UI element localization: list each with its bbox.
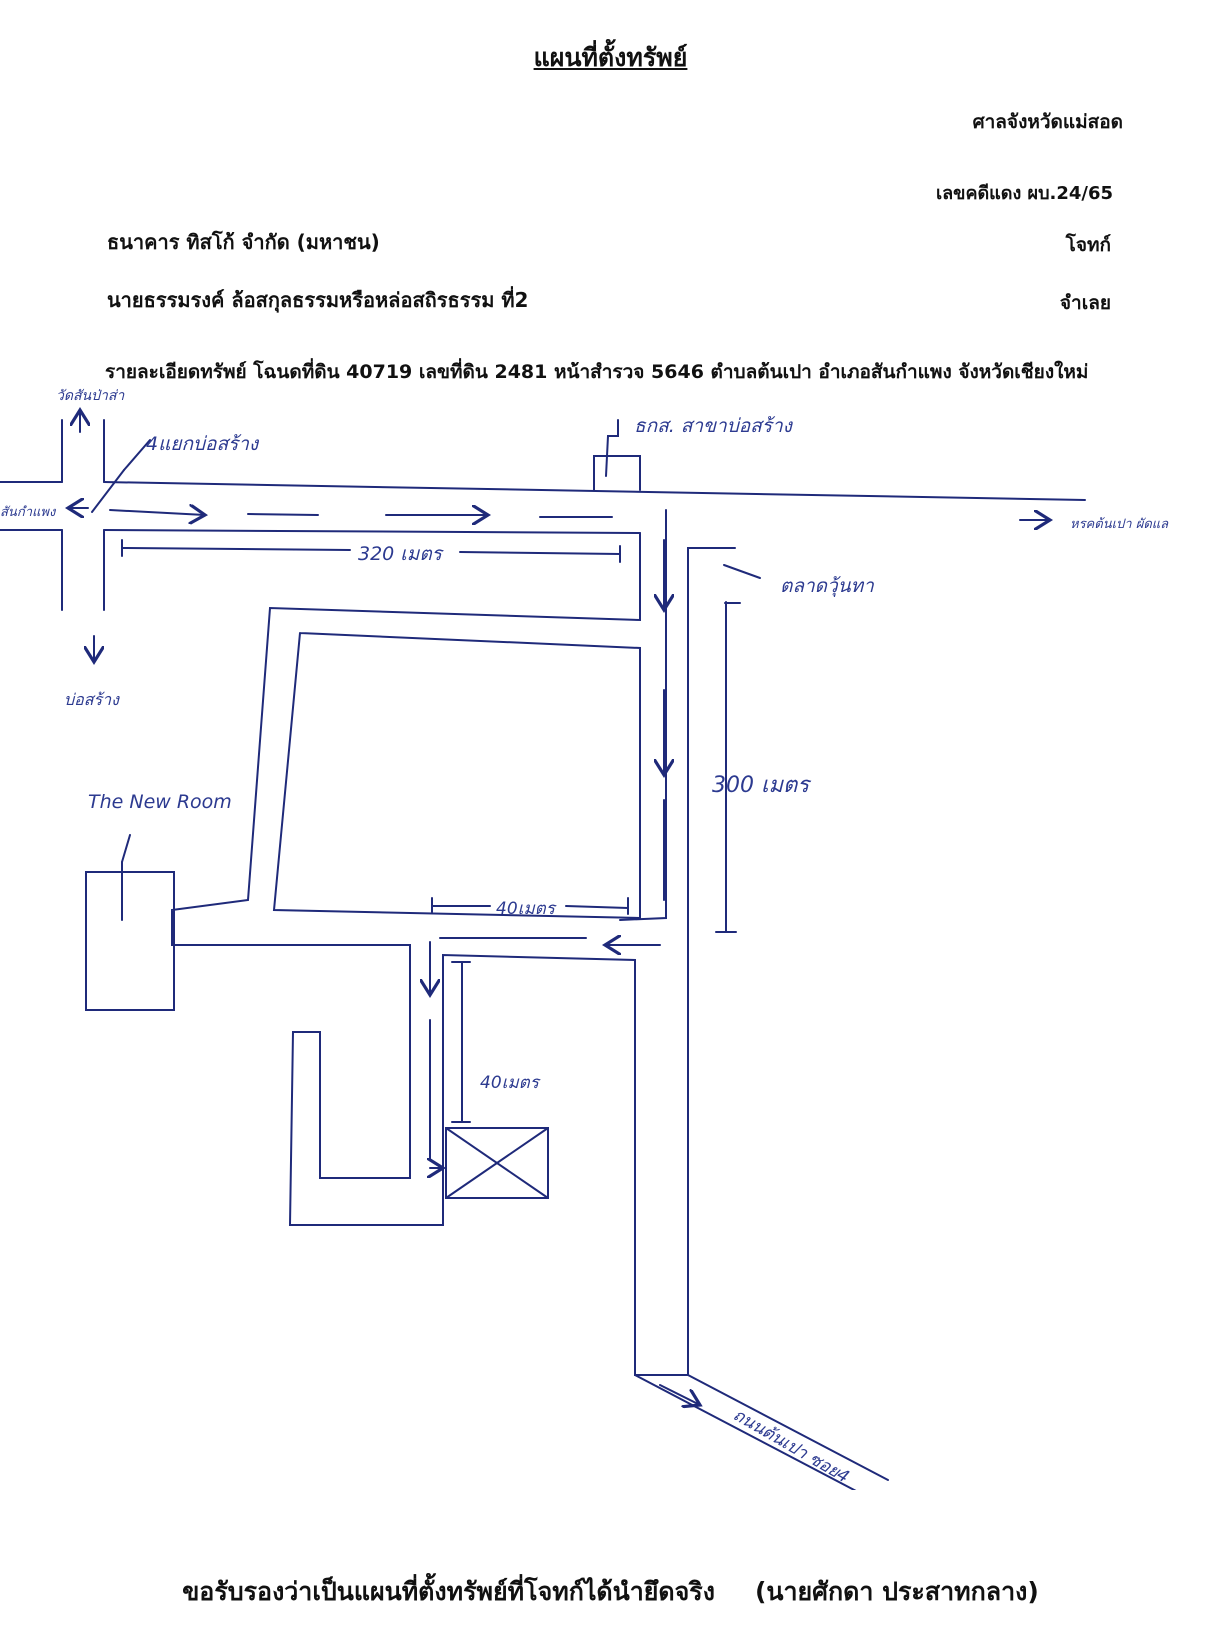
label-bosang: บ่อสร้าง xyxy=(64,690,120,709)
label-40m-horizontal: 40เมตร xyxy=(496,899,557,919)
dimension-40-horizontal xyxy=(431,897,629,915)
label-tonpao-soi4: ถนนต้นเปา ซอย4 xyxy=(730,1405,853,1487)
property-marker xyxy=(445,1127,549,1199)
property-detail: รายละเอียดทรัพย์ โฉนดที่ดิน 40719 เลขที่… xyxy=(105,361,1089,383)
label-market: ตลาดวุ้นทา xyxy=(780,575,875,597)
certification-text: ขอรับรองว่าเป็นแผนที่ตั้งทรัพย์ที่โจทก์ไ… xyxy=(182,1577,715,1606)
hand-drawn-map: วัดสันป่าส่า 4แยกบ่อสร้าง สันกำแพง บ่อสร… xyxy=(0,388,1169,1490)
defendant-role: จำเลย xyxy=(1059,292,1111,314)
dimension-320-horizontal xyxy=(121,539,621,563)
court-name: ศาลจังหวัดแม่สอด xyxy=(972,111,1123,133)
label-300m: 300 เมตร xyxy=(712,773,812,798)
label-intersection: 4แยกบ่อสร้าง xyxy=(146,433,260,455)
page-title: แผนที่ตั้งทรัพย์ xyxy=(533,43,688,72)
dimension-300-vertical xyxy=(715,601,737,933)
label-west-sankamphaeng: สันกำแพง xyxy=(0,505,57,520)
the-new-room-building xyxy=(85,834,175,1011)
label-320m: 320 เมตร xyxy=(358,543,445,565)
bank-building xyxy=(593,419,641,491)
label-bank: ธกส. สาขาบ่อสร้าง xyxy=(634,415,794,437)
intersection-roads xyxy=(0,410,151,662)
dimension-40-vertical xyxy=(451,961,471,1123)
case-number: เลขคดีแดง ผบ.24/65 xyxy=(935,183,1113,204)
soi-roads xyxy=(171,509,889,1490)
plaintiff-name: ธนาคาร ทิสโก้ จำกัด (มหาชน) xyxy=(107,230,380,254)
main-road-east xyxy=(103,481,1086,534)
footer-certification: ขอรับรองว่าเป็นแผนที่ตั้งทรัพย์ที่โจทก์ไ… xyxy=(0,1572,1221,1612)
label-wat-sanpasa: วัดสันป่าส่า xyxy=(56,388,125,404)
plaintiff-role: โจทก์ xyxy=(1065,234,1111,256)
label-40m-vertical: 40เมตร xyxy=(480,1073,541,1093)
label-the-new-room: The New Room xyxy=(88,791,232,813)
label-east-road: หรคต้นเปา ผัดแล xyxy=(1070,517,1169,532)
market-marker xyxy=(723,564,761,604)
signature-name: (นายศักดา ประสาทกลาง) xyxy=(754,1577,1039,1606)
defendant-name: นายธรรมรงค์ ล้อสกุลธรรมหรือหล่อสถิรธรรม … xyxy=(107,288,529,312)
